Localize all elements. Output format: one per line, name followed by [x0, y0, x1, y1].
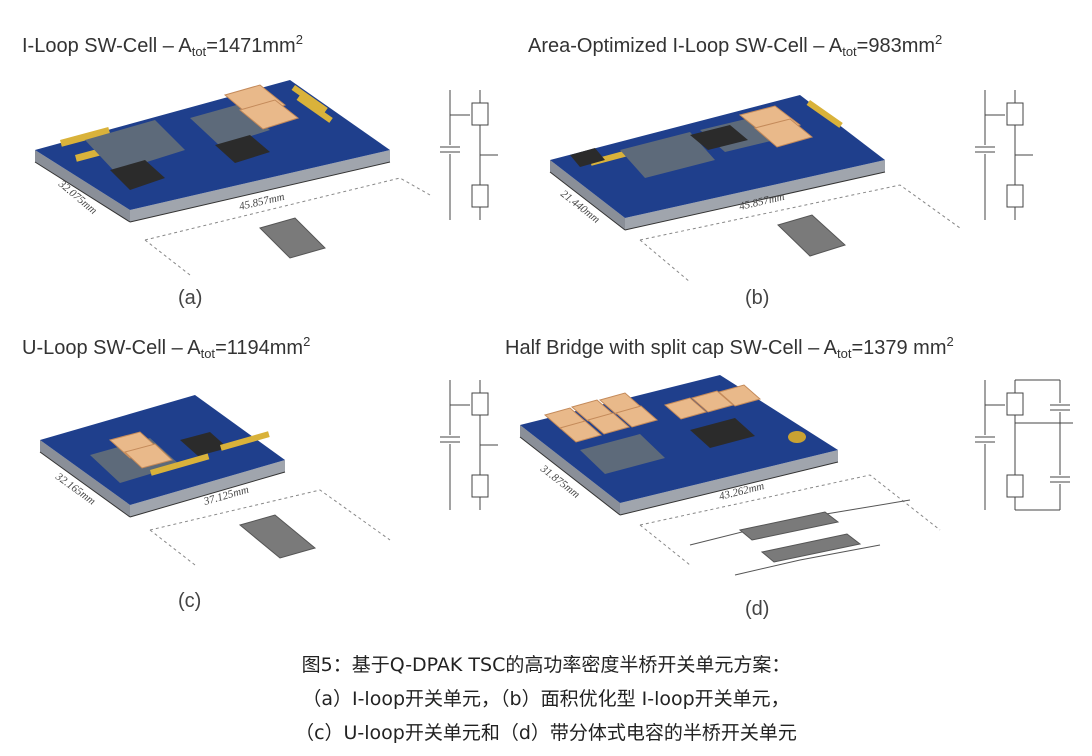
panel-b-title-text: Area-Optimized I-Loop SW-Cell – A — [528, 35, 843, 57]
copper-area — [85, 120, 185, 172]
panel-d-title-text: Half Bridge with split cap SW-Cell – A — [505, 337, 837, 359]
chip — [215, 135, 270, 163]
panel-d-title-sup: 2 — [946, 334, 954, 349]
caption-line-1: 图5：基于Q-DPAK TSC的高功率密度半桥开关单元方案： — [301, 654, 791, 676]
loop-area — [760, 533, 862, 563]
dim-line — [619, 461, 839, 516]
panel-a-title-value: =1471mm — [206, 35, 296, 57]
panel-d-title-sub: tot — [836, 346, 852, 361]
pcb-edge — [620, 450, 838, 515]
panel-d-title: Half Bridge with split cap SW-Cell – Ato… — [505, 334, 954, 361]
projection-outline — [639, 474, 941, 531]
pad-row — [590, 100, 843, 166]
projection-outline — [639, 184, 961, 241]
dim-line — [624, 171, 886, 231]
copper-area — [580, 434, 665, 474]
projection-outline — [639, 239, 691, 283]
dim-line — [34, 161, 131, 223]
panel-c-title-value: =1194mm — [215, 337, 304, 359]
dim-line — [129, 161, 391, 223]
figure-caption: 图5：基于Q-DPAK TSC的高功率密度半桥开关单元方案： （a）I-loop… — [0, 648, 1092, 750]
schematic-d — [975, 379, 1073, 511]
panel-a-title-text: I-Loop SW-Cell – A — [22, 35, 192, 57]
panel-a-label: (a) — [178, 287, 203, 309]
dim-line — [519, 436, 621, 516]
copper-area — [620, 132, 715, 178]
caption-line-3: （c）U-loop开关单元和（d）带分体式电容的半桥开关单元 — [295, 722, 797, 744]
panel-b-title: Area-Optimized I-Loop SW-Cell – Atot=983… — [528, 32, 942, 59]
chip — [690, 125, 748, 150]
panel-b-title-sup: 2 — [935, 32, 943, 47]
capacitor — [124, 443, 173, 469]
pcb-top — [550, 95, 885, 218]
connector — [788, 431, 806, 443]
panel-c-label: (c) — [178, 590, 202, 612]
chip — [690, 418, 755, 448]
chip — [110, 160, 165, 190]
dim-line — [39, 451, 131, 518]
pcb-edge — [130, 460, 285, 517]
pcb-edge — [625, 160, 885, 230]
loop-area — [238, 514, 317, 559]
capacitor-group — [543, 384, 762, 443]
dim-line — [129, 471, 286, 518]
loop-area — [738, 511, 840, 541]
loop-area — [259, 217, 326, 259]
projection-outline — [149, 489, 391, 541]
panel-b-label: (b) — [745, 287, 770, 309]
panel-a-title-sup: 2 — [295, 32, 303, 47]
projection-outline — [639, 524, 691, 566]
panel-b-title-sub: tot — [842, 44, 857, 59]
pcb-edge — [35, 150, 130, 222]
pcb-edge — [520, 425, 620, 515]
loop-area — [777, 214, 846, 257]
capacitor — [753, 118, 814, 148]
panel-d-title-value: =1379 mm — [851, 337, 947, 359]
panel-c-title-sub: tot — [200, 346, 216, 361]
schematic-c — [440, 380, 498, 510]
panel-b-title-value: =983mm — [856, 35, 936, 57]
caption-line-2: （a）I-loop开关单元，（b）面积优化型 I-loop开关单元， — [302, 688, 790, 710]
panel-c-title-text: U-Loop SW-Cell – A — [22, 337, 201, 359]
panel-c-title: U-Loop SW-Cell – Atot=1194mm2 — [22, 334, 310, 361]
capacitor — [238, 99, 300, 130]
pcb-edge — [40, 440, 130, 517]
pcb-edge — [130, 150, 390, 222]
panel-d-label: (d) — [745, 598, 770, 620]
schematic-a — [440, 90, 498, 220]
panel-c-title-sup: 2 — [303, 334, 311, 349]
pad-row — [150, 431, 270, 476]
panel-a-title: I-Loop SW-Cell – Atot=1471mm2 — [22, 32, 303, 59]
pcb-edge — [550, 160, 625, 230]
dim-line — [549, 171, 626, 231]
panel-a-title-sub: tot — [191, 44, 207, 59]
chip — [570, 148, 605, 167]
chip — [180, 432, 228, 456]
schematic-b — [975, 90, 1033, 220]
loop-lines — [734, 544, 881, 576]
